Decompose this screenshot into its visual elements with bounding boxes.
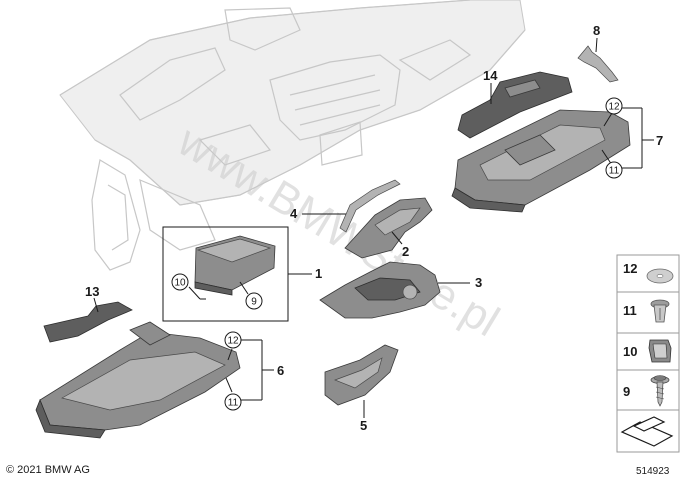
part-8-bracket bbox=[577, 45, 619, 83]
part-13-pad bbox=[43, 301, 133, 343]
part-1-glovebox bbox=[194, 235, 276, 296]
callout-7: 7 bbox=[656, 133, 663, 148]
svg-text:10: 10 bbox=[174, 278, 186, 289]
part-6-tray bbox=[35, 321, 241, 439]
part-5-lower-trim bbox=[324, 344, 399, 406]
circled-callout-12-right: 12 bbox=[605, 97, 623, 115]
legend-number-9: 9 bbox=[623, 384, 630, 399]
copyright-text: © 2021 BMW AG bbox=[6, 464, 90, 476]
circled-callout-10: 10 bbox=[171, 273, 189, 291]
washer-icon bbox=[646, 268, 674, 284]
document-number: 514923 bbox=[636, 466, 670, 477]
leader-lines bbox=[93, 37, 654, 418]
fastener-legend: 12 11 10 9 bbox=[616, 254, 680, 453]
part-2-upper-cover bbox=[344, 197, 433, 259]
callout-6: 6 bbox=[277, 363, 284, 378]
callout-8: 8 bbox=[593, 23, 600, 38]
circled-callout-12-left: 12 bbox=[224, 331, 242, 349]
callout-13: 13 bbox=[85, 284, 99, 299]
circled-callout-11-left: 11 bbox=[224, 393, 242, 411]
symbol-icon bbox=[620, 416, 674, 447]
dashboard-ghost-outline bbox=[59, 0, 526, 271]
part-3-lower-cover bbox=[319, 261, 441, 319]
circled-callout-11-right: 11 bbox=[605, 161, 623, 179]
part-7-tray bbox=[451, 109, 631, 213]
callout-2: 2 bbox=[402, 244, 409, 259]
legend-number-10: 10 bbox=[623, 344, 637, 359]
expanding-rivet-icon bbox=[650, 299, 670, 323]
svg-text:12: 12 bbox=[608, 102, 620, 113]
legend-number-12: 12 bbox=[623, 261, 637, 276]
svg-text:11: 11 bbox=[228, 398, 239, 409]
svg-text:12: 12 bbox=[227, 336, 239, 347]
svg-text:11: 11 bbox=[609, 166, 620, 177]
callout-14: 14 bbox=[483, 68, 498, 83]
circled-callout-9: 9 bbox=[245, 292, 263, 310]
callout-3: 3 bbox=[475, 275, 482, 290]
svg-text:9: 9 bbox=[251, 297, 257, 308]
part-14-pad bbox=[457, 71, 573, 139]
legend-number-11: 11 bbox=[623, 303, 637, 318]
screw-with-washer-icon bbox=[650, 375, 670, 407]
part-4-trim-strip bbox=[339, 179, 401, 233]
callout-5: 5 bbox=[360, 418, 367, 433]
clip-nut-icon bbox=[648, 339, 672, 363]
callout-4: 4 bbox=[290, 206, 298, 221]
callout-1: 1 bbox=[315, 266, 322, 281]
